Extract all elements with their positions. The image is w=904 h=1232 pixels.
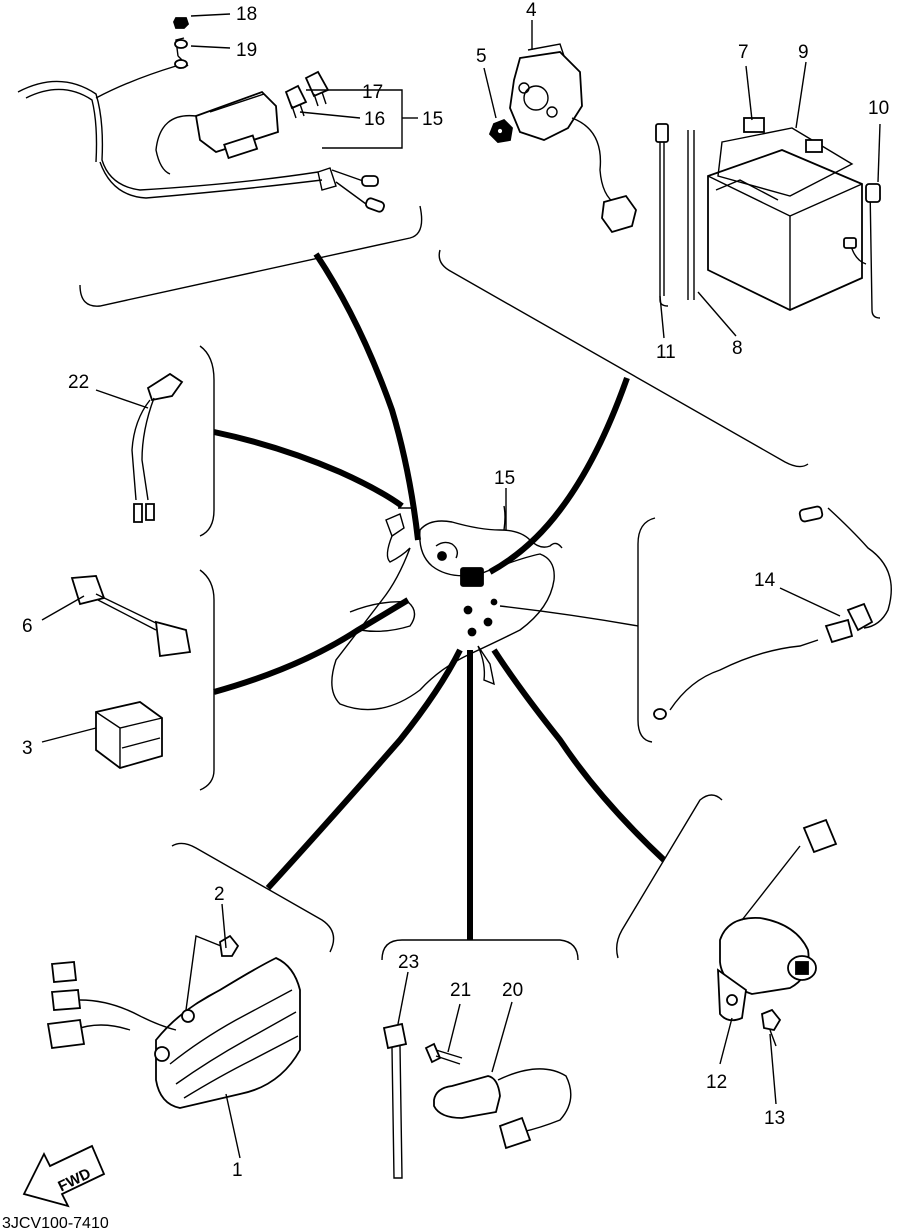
callout-23: 23 [398,952,419,973]
forward-arrow-icon: FWD [22,1144,106,1208]
fuse-pair [284,70,330,119]
callout-19: 19 [236,40,257,61]
callout-15-top: 15 [422,109,443,130]
main-switch [717,818,838,1047]
callout-12: 12 [706,1072,727,1093]
callout-6: 6 [22,616,33,637]
callout-22: 22 [68,372,89,393]
leader-lines [213,252,667,940]
callout-10: 10 [868,98,889,119]
cable-tie [382,1022,408,1179]
callout-21: 21 [450,980,471,1001]
front-brake-switch [433,1068,572,1150]
battery [707,117,863,311]
flasher-relay [95,701,163,769]
battery-cables [655,123,881,319]
callout-16: 16 [364,109,385,130]
drawing-code: 3JCV100-7410 [2,1215,109,1232]
lead-wire-14 [653,505,892,720]
neutral-switch-lead [131,372,184,523]
rectifier-regulator [46,934,301,1109]
callout-7: 7 [738,42,749,63]
nut-washer-bolt [173,17,190,69]
starter-relay [155,90,279,175]
callout-14: 14 [754,570,776,591]
panel-frames [79,205,809,961]
callout-8: 8 [732,338,743,359]
callout-17: 17 [362,82,383,103]
bolt-21 [424,1042,463,1065]
callout-18: 18 [236,4,257,25]
callout-leaders [41,13,881,1159]
motorcycle-outline [331,505,563,711]
callout-20: 20 [502,980,523,1001]
callout-numbers: 18 19 17 16 15 4 5 7 9 10 11 8 22 15 6 1… [22,0,889,1181]
callout-3: 3 [22,738,33,759]
callout-13: 13 [764,1108,785,1129]
callout-11: 11 [656,342,676,363]
callout-4: 4 [526,0,537,21]
callout-9: 9 [798,42,809,63]
callout-15-center: 15 [494,468,515,489]
callout-1: 1 [232,1160,243,1181]
callout-5: 5 [476,46,487,67]
rear-brake-switch [488,43,637,234]
callout-2: 2 [214,884,225,905]
relay-lead [70,575,192,658]
